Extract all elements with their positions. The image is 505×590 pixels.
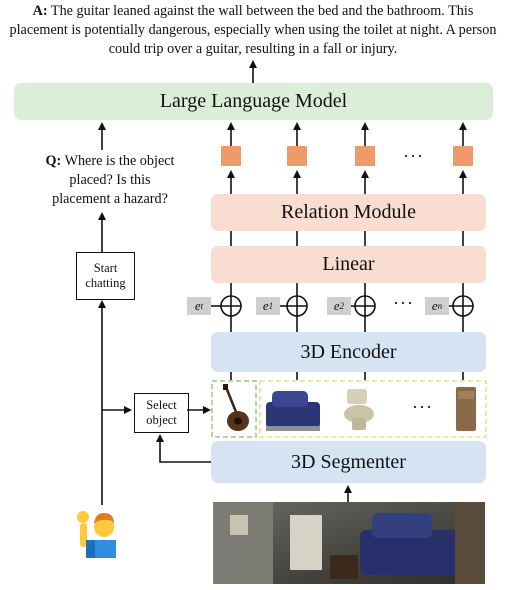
relation-module-label: Relation Module	[281, 201, 416, 223]
answer-text: A: The guitar leaned against the wall be…	[8, 2, 498, 59]
embedding-2-base: e	[333, 298, 340, 313]
linear-label: Linear	[322, 253, 375, 275]
embedding-2-sub: 2	[339, 301, 345, 311]
embedding-n-base: e	[431, 298, 438, 313]
relation-module-box: Relation Module	[211, 194, 486, 231]
3d-encoder-label: 3D Encoder	[300, 340, 397, 363]
embedding-target-base: e	[194, 298, 201, 313]
toilet-object	[344, 389, 374, 430]
token-1	[287, 146, 307, 166]
cabinet-object	[456, 387, 476, 431]
select-object-label: Select object	[146, 398, 177, 427]
embedding-1-base: e	[262, 298, 269, 313]
select-object-box[interactable]: Select object	[134, 393, 189, 433]
start-chatting-label: Start chatting	[85, 261, 126, 290]
answer-prefix: A:	[32, 3, 48, 19]
token-ellipsis: ···	[403, 146, 424, 166]
column-arrows	[211, 122, 467, 380]
question-text: Q: Where is the object placed? Is this p…	[40, 152, 180, 209]
question-prefix: Q:	[45, 153, 62, 169]
answer-body: The guitar leaned against the wall betwe…	[9, 3, 497, 57]
linear-box: Linear	[211, 246, 486, 283]
3d-encoder-box: 3D Encoder	[211, 332, 486, 372]
person-raising-hand-icon	[77, 511, 116, 558]
object-ellipsis: ···	[412, 397, 433, 417]
token-target	[221, 146, 241, 166]
3d-segmenter-label: 3D Segmenter	[291, 450, 406, 473]
room-scan-image	[213, 502, 485, 584]
guitar-object	[223, 384, 249, 431]
large-language-model-box: Large Language Model	[14, 83, 493, 120]
add-operators	[220, 295, 474, 317]
embedding-1-sub: 1	[268, 301, 274, 311]
sofa-object	[266, 391, 320, 431]
candidate-objects-outline	[259, 380, 487, 438]
embedding-target-sub: t	[200, 301, 204, 311]
embedding-n-sub: n	[437, 301, 443, 311]
embedding-ellipsis: ···	[393, 293, 414, 313]
llm-label: Large Language Model	[159, 90, 348, 112]
start-chatting-box[interactable]: Start chatting	[76, 252, 135, 300]
segmenter-to-select-arrow	[156, 434, 211, 463]
3d-segmenter-box: 3D Segmenter	[211, 441, 486, 483]
token-n	[453, 146, 473, 166]
token-2	[355, 146, 375, 166]
selected-object-outline	[211, 380, 257, 438]
question-body: Where is the object placed? Is this plac…	[52, 153, 175, 207]
